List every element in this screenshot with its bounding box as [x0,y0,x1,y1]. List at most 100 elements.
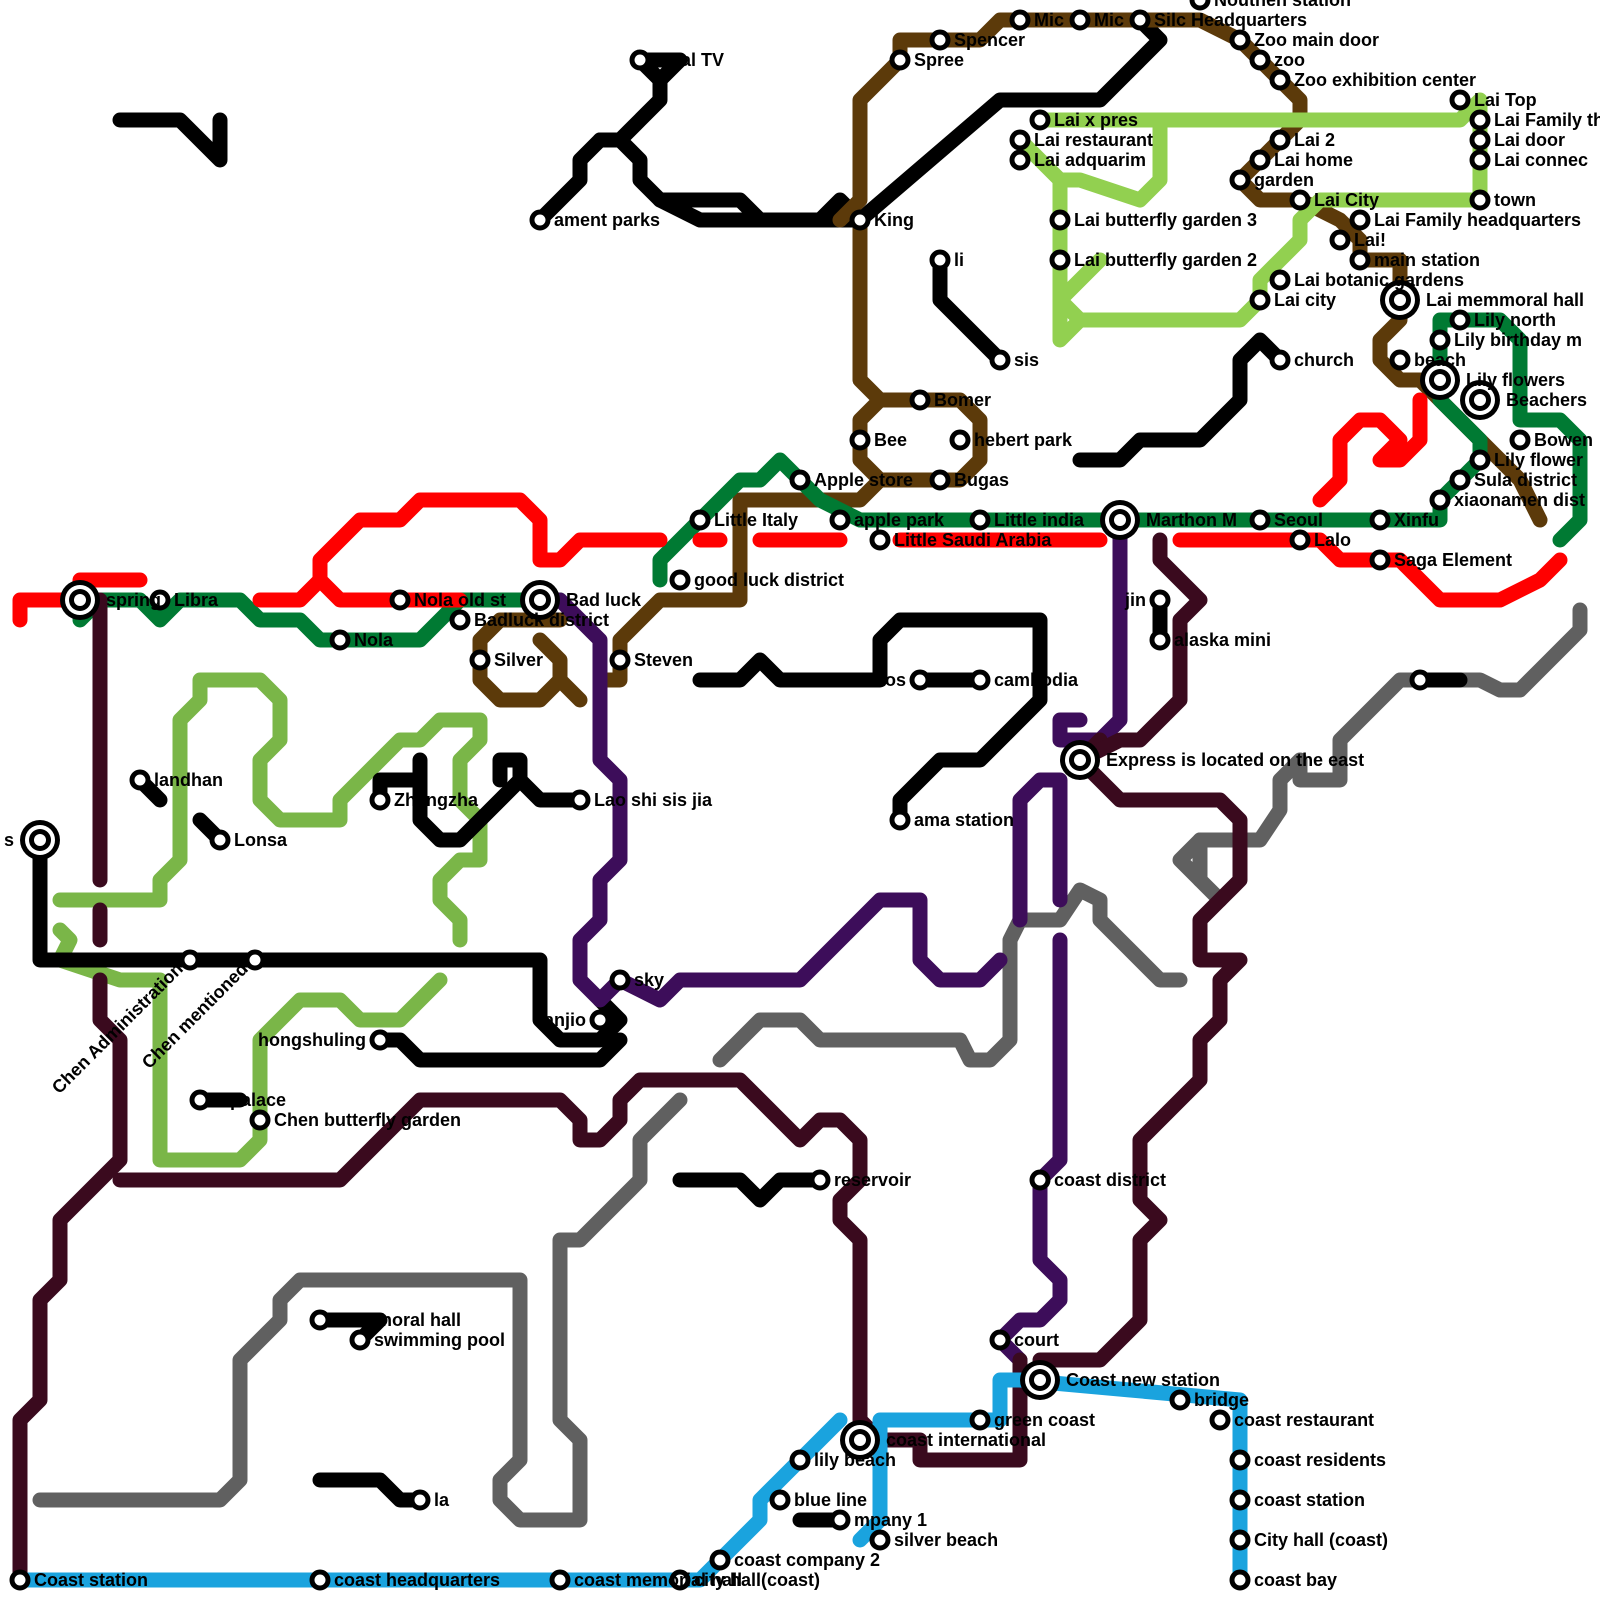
station-company-1[interactable] [829,1509,851,1531]
station-coast-station-r[interactable] [1229,1489,1251,1511]
station-zoo-main-door[interactable] [1229,29,1251,51]
station-lai-city-top[interactable] [1289,189,1311,211]
station-ama-station[interactable] [889,809,911,831]
station-lily-north[interactable] [1449,309,1471,331]
station-alaska-mini[interactable] [1149,629,1171,651]
station-zoo[interactable] [1249,49,1271,71]
station-bugas[interactable] [929,469,951,491]
station-silver-beach[interactable] [869,1529,891,1551]
station-chen-butterfly[interactable] [249,1109,271,1131]
interchange-bad-luck[interactable] [520,580,560,620]
station-city-hall-coast[interactable] [1229,1529,1251,1551]
station-lao-shi[interactable] [569,789,591,811]
interchange-coast-new[interactable] [1020,1360,1060,1400]
station-good-luck[interactable] [669,569,691,591]
station-king[interactable] [849,209,871,231]
station-seoul[interactable] [1249,509,1271,531]
interchange-spring-leaf[interactable] [60,580,100,620]
station-lai-home[interactable] [1249,149,1271,171]
station-court[interactable] [989,1329,1011,1351]
station-lai-butterfly-3[interactable] [1049,209,1071,231]
station-parliament-parks[interactable] [529,209,551,231]
interchange-left-hub[interactable] [20,820,60,860]
station-coast-station-l[interactable] [9,1569,31,1591]
station-coast-district[interactable] [1029,1169,1051,1191]
station-steven[interactable] [609,649,631,671]
station-lai-botanic[interactable] [1269,269,1291,291]
station-bee[interactable] [849,429,871,451]
station-landhan[interactable] [129,769,151,791]
station-green-coast[interactable] [969,1409,991,1431]
station-sis[interactable] [989,349,1011,371]
station-swimming-pool[interactable] [349,1329,371,1351]
station-reservoir[interactable] [809,1169,831,1191]
station-apple-store[interactable] [789,469,811,491]
station-sky[interactable] [609,969,631,991]
station-lai-butterfly-2[interactable] [1049,249,1071,271]
station-lily-beach-s[interactable] [789,1449,811,1471]
station-coast-residents[interactable] [1229,1449,1251,1471]
station-hebert-park[interactable] [949,429,971,451]
station-chen-mentioned[interactable] [244,949,266,971]
station-lai-main-station[interactable] [1349,249,1371,271]
station-lai-x-pres[interactable] [1029,109,1051,131]
station-coast-memorial[interactable] [549,1569,571,1591]
station-apple-park[interactable] [829,509,851,531]
station-northern-station[interactable] [1189,0,1211,11]
station-zoo-exhibition[interactable] [1269,69,1291,91]
station-la[interactable] [409,1489,431,1511]
interchange-lily-flowers[interactable] [1420,360,1460,400]
station-libra[interactable] [149,589,171,611]
station-bowen[interactable] [1509,429,1531,451]
station-cambodia[interactable] [969,669,991,691]
station-saga-element[interactable] [1369,549,1391,571]
station-lily-birthday[interactable] [1429,329,1451,351]
station-jin[interactable] [1149,589,1171,611]
station-sanjio[interactable] [589,1009,611,1031]
station-little-italy[interactable] [689,509,711,531]
station-coast-company-2[interactable] [709,1549,731,1571]
station-little-india[interactable] [969,509,991,531]
station-silver[interactable] [469,649,491,671]
station-lai-city[interactable] [1249,289,1271,311]
station-lai-restaurant[interactable] [1009,129,1031,151]
station-xinfu[interactable] [1369,509,1391,531]
station-lily-flower[interactable] [1469,449,1491,471]
station-coast-bay[interactable] [1229,1569,1251,1591]
station-mic-a[interactable] [1009,9,1031,31]
station-chen-admin[interactable] [179,949,201,971]
station-blue-line[interactable] [769,1489,791,1511]
station-bomer[interactable] [909,389,931,411]
station-church[interactable] [1269,349,1291,371]
interchange-express-east[interactable] [1060,740,1100,780]
station-lai-excl[interactable] [1329,229,1351,251]
station-spencer[interactable] [929,29,951,51]
station-lai-2[interactable] [1269,129,1291,151]
station-laos[interactable] [909,669,931,691]
station-lily-beach[interactable] [1389,349,1411,371]
station-nola[interactable] [329,629,351,651]
station-chen-palace[interactable] [189,1089,211,1111]
station-lai-family-hq[interactable] [1349,209,1371,231]
station-lai-adquarim[interactable] [1009,149,1031,171]
station-national-tv[interactable] [629,49,651,71]
station-lar[interactable] [1409,669,1431,691]
station-lai-garden[interactable] [1229,169,1251,191]
station-sula[interactable] [1449,469,1471,491]
station-lai-connect[interactable] [1469,149,1491,171]
interchange-marthon[interactable] [1100,500,1140,540]
station-lonsa[interactable] [209,829,231,851]
station-hongshuling[interactable] [369,1029,391,1051]
station-mic-b[interactable] [1069,9,1091,31]
station-coast-restaurant[interactable] [1209,1409,1231,1431]
interchange-coast-international[interactable] [840,1420,880,1460]
station-lai-family-theatre[interactable] [1469,109,1491,131]
station-coast-bridge[interactable] [1169,1389,1191,1411]
station-coast-city-hall[interactable] [669,1569,691,1591]
station-lai-town[interactable] [1469,189,1491,211]
station-coast-hq[interactable] [309,1569,331,1591]
station-lai-door[interactable] [1469,129,1491,151]
station-little-saudi[interactable] [869,529,891,551]
station-memorial-hall[interactable] [309,1309,331,1331]
station-zhangzha[interactable] [369,789,391,811]
